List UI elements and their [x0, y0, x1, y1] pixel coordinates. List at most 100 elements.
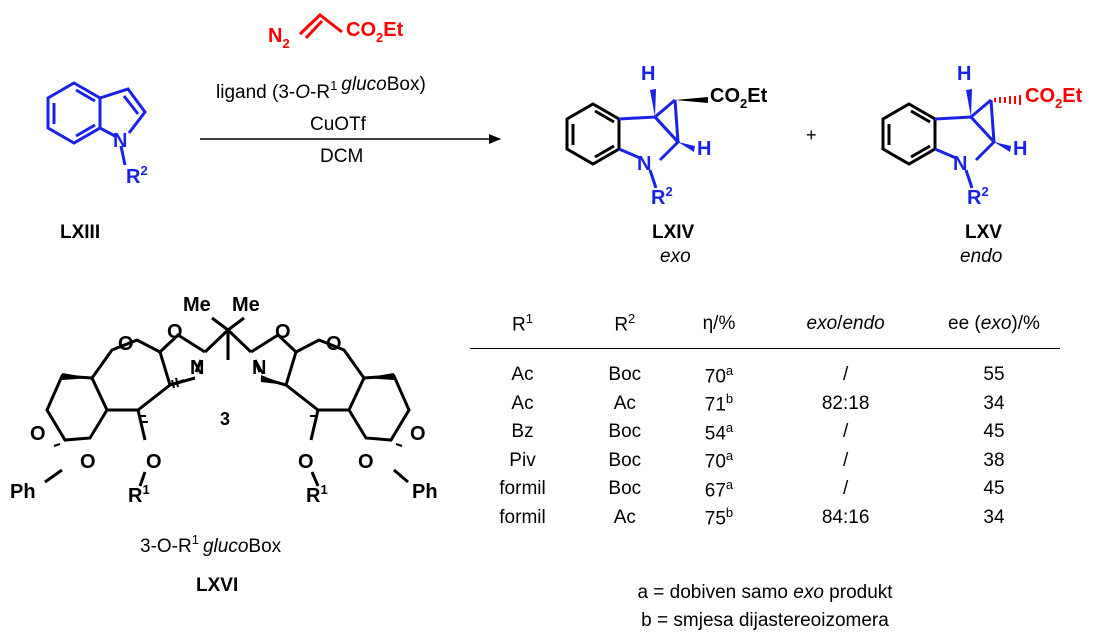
yield-value: 75: [704, 508, 726, 530]
exo-product-structure: H H N R2 CO2Et: [565, 63, 768, 209]
svg-text:O: O: [326, 333, 342, 355]
cell-yield: 71b: [675, 390, 764, 419]
footnote-marker: a: [725, 362, 734, 378]
cell-r2: Ac: [613, 506, 636, 528]
cell-ee: 45: [983, 478, 1005, 500]
cell-r1: formil: [499, 506, 546, 528]
solvent-label: DCM: [320, 146, 363, 167]
svg-text:Ph: Ph: [412, 481, 438, 503]
svg-text:H: H: [1013, 138, 1027, 160]
cell-ratio: /: [842, 421, 849, 443]
svg-text:R1: R1: [128, 482, 150, 507]
header-ee: ee (exo)/%: [927, 300, 1060, 349]
svg-text:CO2Et: CO2Et: [346, 19, 404, 45]
svg-text:Me: Me: [232, 294, 260, 316]
cell-ee: 45: [983, 421, 1005, 443]
footnote-marker: a: [725, 419, 734, 435]
svg-text:CO2Et: CO2Et: [1025, 85, 1083, 111]
svg-text:N: N: [252, 357, 266, 379]
cell-yield: 67a: [675, 475, 764, 504]
header-r1: R1: [470, 300, 575, 349]
svg-text:Me: Me: [183, 294, 211, 316]
cell-r2: Boc: [608, 364, 642, 386]
compound-label-LXIII: LXIII: [60, 222, 100, 243]
svg-text:O: O: [30, 423, 46, 445]
header-yield: η/%: [674, 300, 764, 349]
svg-text:O: O: [358, 451, 374, 473]
cell-ratio: /: [842, 478, 849, 500]
table-footnotes: a = dobiven samo exo produkt b = smjesa …: [470, 579, 1060, 635]
svg-text:O: O: [410, 423, 426, 445]
cell-ratio: /: [842, 449, 849, 471]
cell-r1: Bz: [511, 421, 534, 443]
footnote-a: a = dobiven samo exo produkt: [637, 582, 893, 603]
cell-ee: 38: [983, 449, 1005, 471]
cell-ee: 34: [983, 392, 1005, 414]
yield-value: 67: [704, 479, 726, 501]
table-row: formil Ac 75b 84:16 34: [470, 504, 1060, 533]
cell-yield: 75b: [675, 504, 764, 533]
svg-text:Ph: Ph: [10, 481, 36, 503]
exo-caption: exo: [660, 246, 691, 267]
header-r2: R2: [575, 300, 675, 349]
cell-r1: Ac: [511, 392, 534, 414]
compound-label-LXV: LXV: [965, 222, 1002, 243]
footnote-marker: b: [725, 505, 734, 521]
ethyl-diazoacetate: N2 CO2Et: [268, 13, 404, 51]
svg-text:H: H: [697, 138, 711, 160]
cell-r2: Ac: [613, 392, 636, 414]
svg-text:H: H: [641, 63, 655, 85]
svg-text:N: N: [637, 153, 651, 175]
yield-value: 70: [704, 451, 726, 473]
cell-ratio: 84:16: [821, 506, 870, 528]
cell-ee: 55: [983, 364, 1005, 386]
cell-yield: 70a: [675, 349, 764, 390]
indole-structure: [46, 81, 147, 166]
footnote-marker: b: [725, 391, 734, 407]
svg-text:O: O: [146, 451, 162, 473]
header-exo-endo: exo/endo: [763, 300, 928, 349]
cell-ee: 34: [983, 506, 1005, 528]
svg-text:O: O: [275, 321, 291, 343]
yield-value: 71: [704, 394, 726, 416]
cell-yield: 70a: [675, 447, 764, 476]
cell-yield: 54a: [675, 418, 764, 447]
svg-text:N: N: [953, 153, 967, 175]
svg-text:O: O: [167, 321, 183, 343]
glucobox-ligand-structure: Me Me 3 O O N N O O O O O O O O Ph Ph R1…: [10, 294, 438, 507]
cell-ratio: 82:18: [821, 392, 870, 414]
svg-text:N: N: [190, 357, 204, 379]
svg-text:R1: R1: [306, 482, 328, 507]
svg-text:O: O: [118, 333, 134, 355]
endo-caption: endo: [960, 246, 1002, 267]
table-row: Ac Boc 70a / 55: [470, 349, 1060, 390]
compound-label-LXIV: LXIV: [652, 222, 695, 243]
footnote-b: b = smjesa dijastereoizomera: [641, 610, 889, 631]
footnote-marker: a: [725, 476, 734, 492]
svg-text:N2: N2: [268, 25, 290, 51]
cell-ratio: /: [842, 364, 849, 386]
catalyst-label: CuOTf: [310, 114, 367, 135]
svg-text:H: H: [957, 63, 971, 85]
cell-r1: Ac: [511, 364, 534, 386]
yield-value: 70: [704, 365, 726, 387]
svg-text:N: N: [113, 130, 127, 152]
cell-r1: formil: [499, 478, 546, 500]
footnote-marker: a: [725, 448, 734, 464]
svg-text:R2: R2: [651, 184, 673, 209]
endo-product-structure: H H N R2 CO2Et: [881, 63, 1083, 209]
table-row: Ac Ac 71b 82:18 34: [470, 390, 1060, 419]
svg-text:O: O: [298, 451, 314, 473]
svg-text:3: 3: [220, 409, 230, 429]
compound-label-LXVI: LXVI: [196, 575, 238, 596]
table-header-row: R1 R2 η/% exo/endo ee (exo)/%: [470, 300, 1060, 349]
yield-value: 54: [704, 422, 726, 444]
